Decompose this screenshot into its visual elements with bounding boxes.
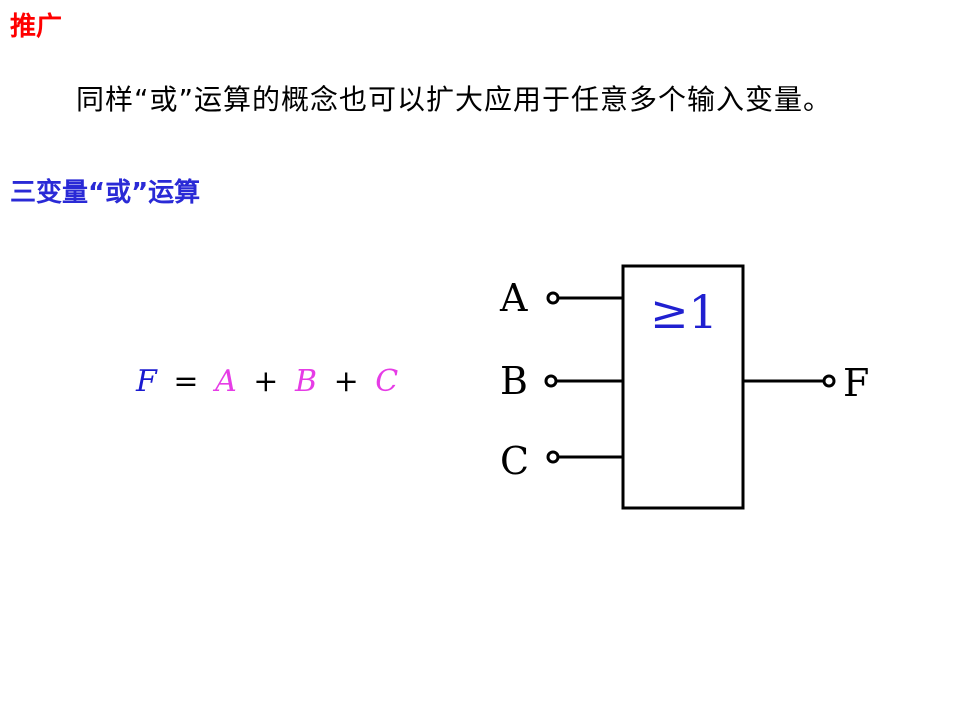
input-terminal-a bbox=[546, 291, 560, 305]
slide-heading: 推广 bbox=[10, 12, 63, 42]
gate-body bbox=[621, 264, 745, 510]
gate-symbol: ≥1 bbox=[650, 285, 718, 339]
formula-term-b: B bbox=[294, 364, 318, 399]
formula-output: F bbox=[136, 364, 157, 399]
formula-term-c: C bbox=[375, 364, 399, 399]
or-formula: F = A + B + C bbox=[136, 364, 398, 399]
input-terminal-c bbox=[546, 450, 560, 464]
slide-paragraph: 同样“或”运算的概念也可以扩大应用于任意多个输入变量。 bbox=[76, 83, 833, 116]
input-label-b: B bbox=[500, 359, 528, 403]
input-terminal-b bbox=[544, 374, 558, 388]
formula-plus-1: + bbox=[253, 364, 279, 399]
output-label-f: F bbox=[843, 361, 869, 405]
output-terminal bbox=[822, 374, 836, 388]
formula-term-a: A bbox=[215, 364, 237, 399]
input-label-a: A bbox=[499, 276, 528, 320]
input-label-c: C bbox=[500, 439, 529, 483]
slide-subheading: 三变量“或”运算 bbox=[10, 178, 201, 208]
formula-equals: = bbox=[173, 364, 199, 399]
formula-plus-2: + bbox=[333, 364, 359, 399]
